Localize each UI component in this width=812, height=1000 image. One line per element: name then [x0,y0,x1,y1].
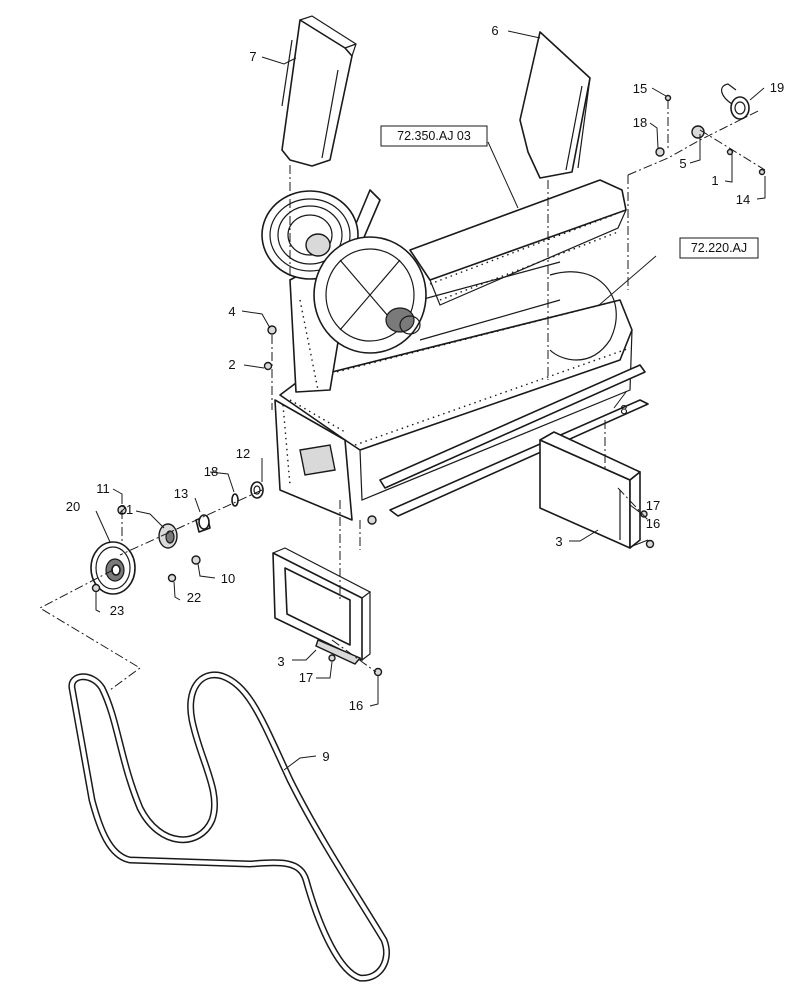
callout-8: 8 [620,402,627,417]
part-18-washer-left[interactable] [231,493,239,507]
callout-11: 11 [96,481,110,496]
leader-lines [95,30,766,771]
callout-18-left: 18 [204,464,218,479]
callout-17-lower: 17 [299,670,313,685]
part-3-lower-frame[interactable] [272,547,372,665]
part-3-right-cover-panel[interactable] [539,431,641,549]
callout-2: 2 [228,357,235,372]
callout-3-lower-frame: 3 [277,654,284,669]
callout-7: 7 [249,49,256,64]
part-13-bushing[interactable] [195,514,211,533]
callout-16-lower: 16 [349,698,363,713]
callout-6: 6 [491,23,498,38]
callout-9: 9 [322,749,329,764]
callout-15: 15 [633,81,647,96]
callout-5: 5 [679,156,686,171]
callout-13: 13 [174,486,188,501]
assembly-centerlines [38,100,766,691]
callout-14: 14 [736,192,750,207]
part-20-pulley[interactable] [90,541,136,595]
part-6-right-shield[interactable] [519,31,591,179]
callout-17-right: 17 [646,498,660,513]
callout-19: 19 [770,80,784,95]
part-21-hub[interactable] [158,523,178,549]
callout-labels: 1 2 3 3 4 5 6 7 8 9 10 11 12 13 14 15 16… [66,23,784,764]
reference-text-72-220: 72.220.AJ [691,241,747,255]
hardware-fasteners [91,94,766,677]
callout-12: 12 [236,446,250,461]
callout-16-right: 16 [646,516,660,531]
callout-21: 21 [119,502,133,517]
callout-4: 4 [228,304,235,319]
callout-1: 1 [711,173,718,188]
callout-23: 23 [110,603,124,618]
drive-pulley-assembly[interactable] [261,190,427,354]
reference-box-72-220[interactable]: 72.220.AJ [679,237,759,259]
callout-22: 22 [187,590,201,605]
part-7-left-shield[interactable] [281,15,357,167]
reference-box-72-350[interactable]: 72.350.AJ 03 [380,125,488,147]
callout-18-right: 18 [633,115,647,130]
part-8-wear-strip[interactable] [379,364,649,517]
part-19-sensor[interactable] [721,83,750,120]
reference-text-72-350: 72.350.AJ 03 [397,129,471,143]
callout-20: 20 [66,499,80,514]
callout-10: 10 [221,571,235,586]
part-9-drive-belt[interactable] [68,671,390,982]
callout-3-right-panel: 3 [555,534,562,549]
